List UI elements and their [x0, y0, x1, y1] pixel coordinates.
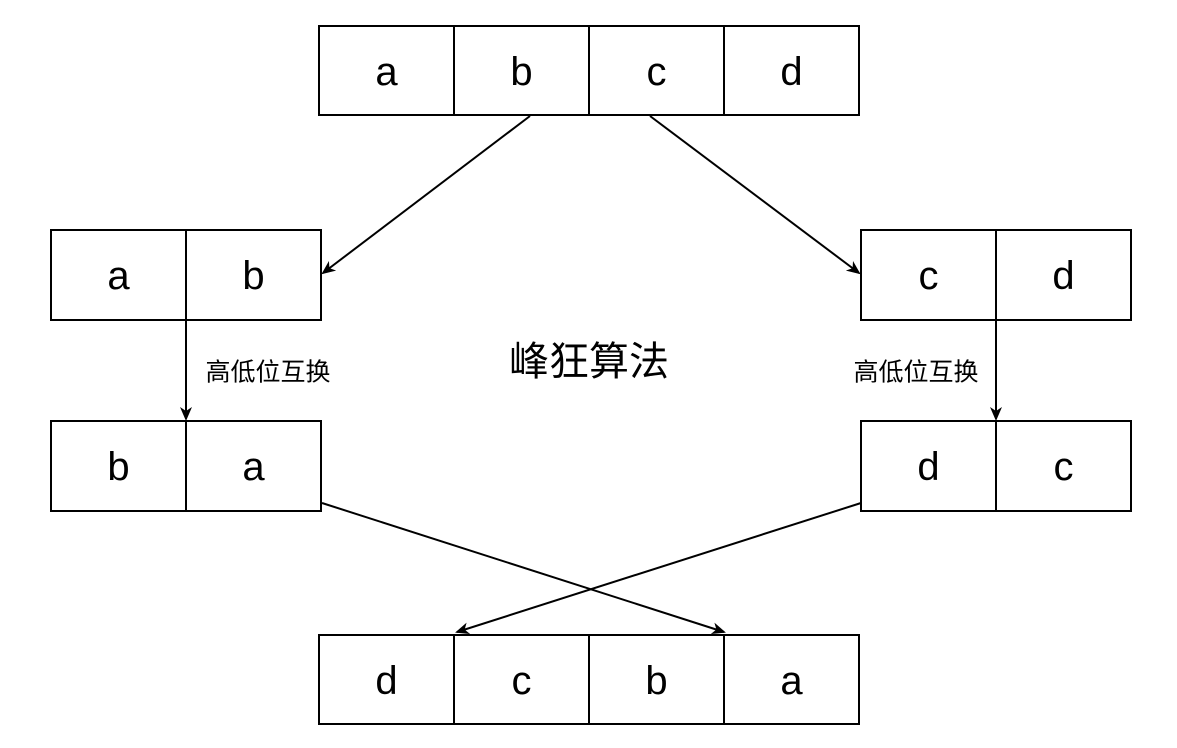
cell-result-0: d — [318, 634, 455, 725]
top-row: a b c d — [318, 25, 860, 116]
cell-left-pair-1-label: b — [242, 254, 264, 298]
cell-top-2: c — [588, 25, 725, 116]
arrow-top-to-left-pair — [321, 115, 531, 275]
cell-left-pair-1: b — [185, 229, 322, 321]
cell-result-3-label: a — [780, 659, 803, 703]
cell-top-0-label: a — [375, 50, 398, 94]
cell-result-0-label: d — [375, 659, 397, 703]
arrow-left-swapped-to-result — [321, 502, 726, 635]
cell-right-pair-1-label: d — [1052, 254, 1074, 298]
cell-right-swapped-0-label: d — [917, 445, 939, 489]
left-swapped-row: b a — [50, 420, 322, 512]
arrow-right-swapped-to-result — [455, 502, 862, 635]
right-pair-row: c d — [860, 229, 1132, 321]
right-swapped-row: d c — [860, 420, 1132, 512]
cell-top-3: d — [723, 25, 860, 116]
left-swap-label: 高低位互换 — [205, 358, 330, 387]
cell-top-1: b — [453, 25, 590, 116]
cell-right-pair-0: c — [860, 229, 997, 321]
cell-left-swapped-1-label: a — [242, 445, 265, 489]
result-row: d c b a — [318, 634, 860, 725]
cell-top-3-label: d — [780, 50, 802, 94]
cell-left-pair-0: a — [50, 229, 187, 321]
right-swap-label: 高低位互换 — [853, 358, 978, 387]
cell-right-pair-1: d — [995, 229, 1132, 321]
cell-right-swapped-0: d — [860, 420, 997, 512]
cell-right-swapped-1-label: c — [1054, 445, 1074, 489]
cell-top-2-label: c — [647, 50, 667, 94]
left-pair-row: a b — [50, 229, 322, 321]
cell-left-swapped-0-label: b — [107, 445, 129, 489]
arrow-top-to-right-pair — [649, 115, 861, 275]
cell-left-pair-0-label: a — [107, 254, 130, 298]
cell-left-swapped-0: b — [50, 420, 187, 512]
cell-right-pair-0-label: c — [919, 254, 939, 298]
cell-result-2: b — [588, 634, 725, 725]
cell-result-1-label: c — [512, 659, 532, 703]
cell-left-swapped-1: a — [185, 420, 322, 512]
cell-top-1-label: b — [510, 50, 532, 94]
cell-right-swapped-1: c — [995, 420, 1132, 512]
cell-result-1: c — [453, 634, 590, 725]
cell-result-2-label: b — [645, 659, 667, 703]
cell-result-3: a — [723, 634, 860, 725]
diagram-title: 峰狂算法 — [509, 339, 669, 385]
cell-top-0: a — [318, 25, 455, 116]
